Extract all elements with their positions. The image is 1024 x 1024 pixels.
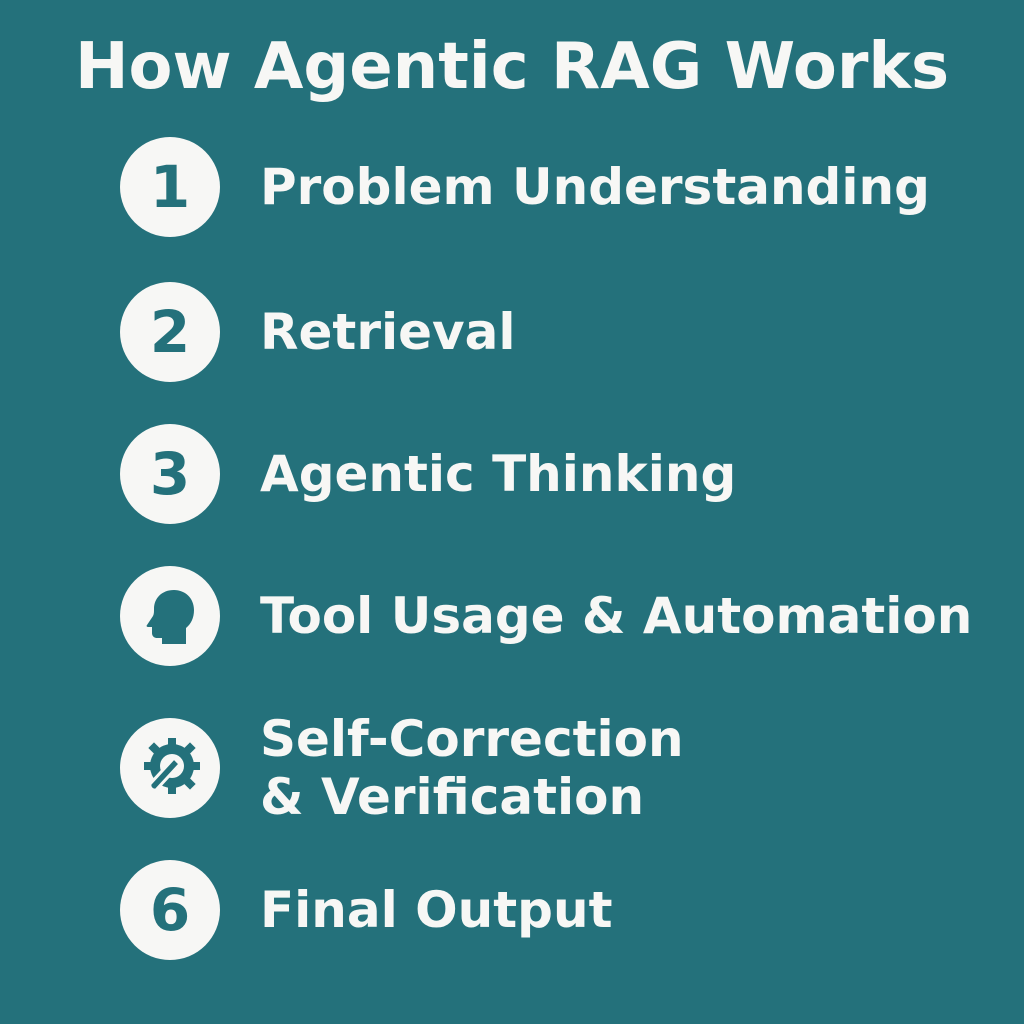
step-1: 1 Problem Understanding [120, 137, 930, 237]
step-5: Self-Correction & Verification [120, 710, 684, 826]
step-number-badge: 3 [120, 424, 220, 524]
step-label-line-1: Self-Correction [260, 710, 684, 768]
step-label: Problem Understanding [260, 158, 930, 216]
step-label: Agentic Thinking [260, 445, 737, 503]
step-2: 2 Retrieval [120, 282, 516, 382]
page-title: How Agentic RAG Works [74, 30, 950, 104]
step-label: Retrieval [260, 303, 516, 361]
step-label: Self-Correction & Verification [260, 710, 684, 826]
step-label: Tool Usage & Automation [260, 587, 973, 645]
step-4: Tool Usage & Automation [120, 566, 972, 666]
step-label-line-2: & Verification [260, 768, 645, 826]
step-6: 6 Final Output [120, 860, 612, 960]
gear-wrench-icon [120, 718, 220, 818]
step-label: Final Output [260, 881, 613, 939]
step-3: 3 Agentic Thinking [120, 424, 736, 524]
step-number-badge: 1 [120, 137, 220, 237]
step-number-badge: 6 [120, 860, 220, 960]
head-profile-icon [120, 566, 220, 666]
step-number-badge: 2 [120, 282, 220, 382]
